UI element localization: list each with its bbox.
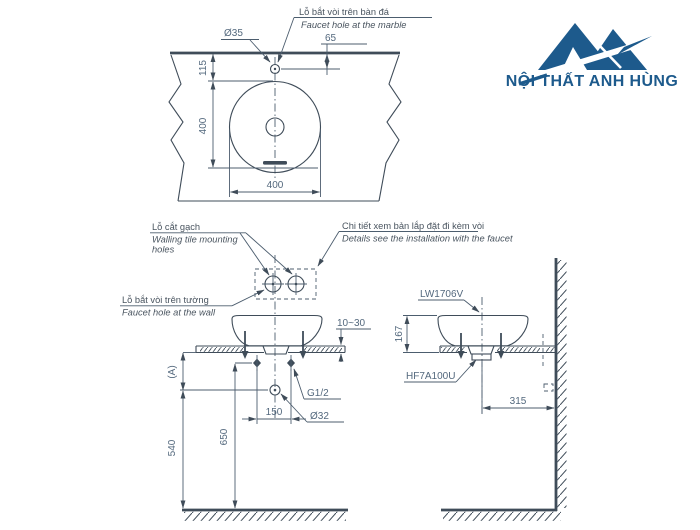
tile-cut-area xyxy=(254,268,317,300)
dim-150-label: 150 xyxy=(266,407,283,418)
top-view: Lỗ bắt vòi trên bàn đá Faucet hole at th… xyxy=(168,7,432,202)
basin-bowl-side xyxy=(437,314,529,347)
front-view: 10~30 (A) 540 650 150 G1/2 Ø32 xyxy=(167,255,371,521)
dim-115-label: 115 xyxy=(198,60,209,76)
mount-arrow-right xyxy=(299,331,307,359)
logo-swoosh-tail-right xyxy=(617,36,652,55)
dim-540-label: 540 xyxy=(167,439,178,456)
overflow-slot xyxy=(263,161,287,165)
logo-swoosh-tail-left xyxy=(518,73,548,86)
detail-leader xyxy=(317,231,340,267)
basin-bowl-front xyxy=(231,314,323,347)
counter-hatch-right xyxy=(304,347,342,352)
counter-break-right xyxy=(378,54,402,202)
middle-annotations: Lỗ cắt gạch Walling tile mounting holes … xyxy=(120,221,513,318)
hidden-outlet xyxy=(543,383,554,392)
note-tile-en2: holes xyxy=(152,245,175,255)
counter-hatch-side-1 xyxy=(441,347,465,352)
supply-hole-marker-left xyxy=(253,355,261,371)
wall-hatch xyxy=(557,260,567,508)
drain-fitting-side xyxy=(471,353,492,361)
basin-model-label: LW1706V xyxy=(420,289,464,300)
note-faucet-marble-en: Faucet hole at the marble xyxy=(301,20,406,30)
g12-leader xyxy=(293,368,305,400)
counter-hatch-left xyxy=(200,347,244,352)
counter-hatch-side-2 xyxy=(497,347,540,352)
note-faucet-marble-vi: Lỗ bắt vòi trên bàn đá xyxy=(299,7,390,17)
note-tile-vi: Lỗ cắt gạch xyxy=(152,222,200,232)
dim-400v-label: 400 xyxy=(198,117,209,134)
mount-arrow-left xyxy=(241,331,249,359)
wall-note-leader xyxy=(231,289,265,307)
tile-hole-left-center xyxy=(271,282,275,286)
tile-leader-left xyxy=(239,232,270,276)
faucet-hole-plan xyxy=(269,63,281,75)
drain-flange-side xyxy=(467,345,495,355)
drain-hole-front-center xyxy=(273,388,277,392)
side-view: LW1706V HF7A100U 167 315 xyxy=(394,258,567,521)
basin-rim-plan xyxy=(228,80,322,174)
note-wall-en: Faucet hole at the wall xyxy=(122,308,216,318)
note-leader xyxy=(277,17,295,63)
basin-model-leader xyxy=(463,299,480,313)
supply-hole-marker-right xyxy=(287,355,295,371)
floor-left-hatch xyxy=(184,511,346,521)
logo-gap xyxy=(575,20,622,69)
note-tile-en1: Walling tile mounting xyxy=(152,235,238,245)
tile-hole-right-center xyxy=(294,282,298,286)
dim-400h-label: 400 xyxy=(267,180,284,191)
dim-g12-label: G1/2 xyxy=(307,388,329,399)
drain-hole-plan xyxy=(265,117,285,137)
dim-d32-label: Ø32 xyxy=(310,411,329,422)
drain-model-leader xyxy=(455,359,477,383)
counter-hatch-side-3 xyxy=(546,347,555,352)
mount-arrow-side-right xyxy=(497,333,505,359)
brand-name: NỘI THẤT ANH HÙNG xyxy=(506,71,678,90)
floor-right-hatch xyxy=(443,511,561,521)
dia-leader xyxy=(249,39,271,63)
counter-break-left xyxy=(168,54,185,202)
d32-leader xyxy=(280,393,308,423)
note-detail-vi: Chi tiết xem bản lắp đặt đi kèm vòi xyxy=(342,221,484,231)
drain-flange-front xyxy=(262,345,290,355)
tile-leader-right xyxy=(245,232,293,275)
faucet-hole-center xyxy=(273,67,277,71)
dim-faucet-dia-label: Ø35 xyxy=(224,28,243,39)
note-detail-en: Details see the installation with the fa… xyxy=(342,234,513,244)
dim-315-label: 315 xyxy=(510,396,527,407)
dim-167-label: 167 xyxy=(394,325,405,342)
dim-thickness-label: 10~30 xyxy=(337,318,366,329)
dim-65-label: 65 xyxy=(325,33,337,44)
brand-logo: NỘI THẤT ANH HÙNG xyxy=(506,20,678,90)
mount-arrow-side-left xyxy=(457,333,465,359)
dim-a-label: (A) xyxy=(167,365,178,378)
drain-model-label: HF7A100U xyxy=(406,371,455,382)
drain-hole-front xyxy=(269,384,281,396)
dim-650-label: 650 xyxy=(219,428,230,445)
note-wall-vi: Lỗ bắt vòi trên tường xyxy=(122,295,209,305)
